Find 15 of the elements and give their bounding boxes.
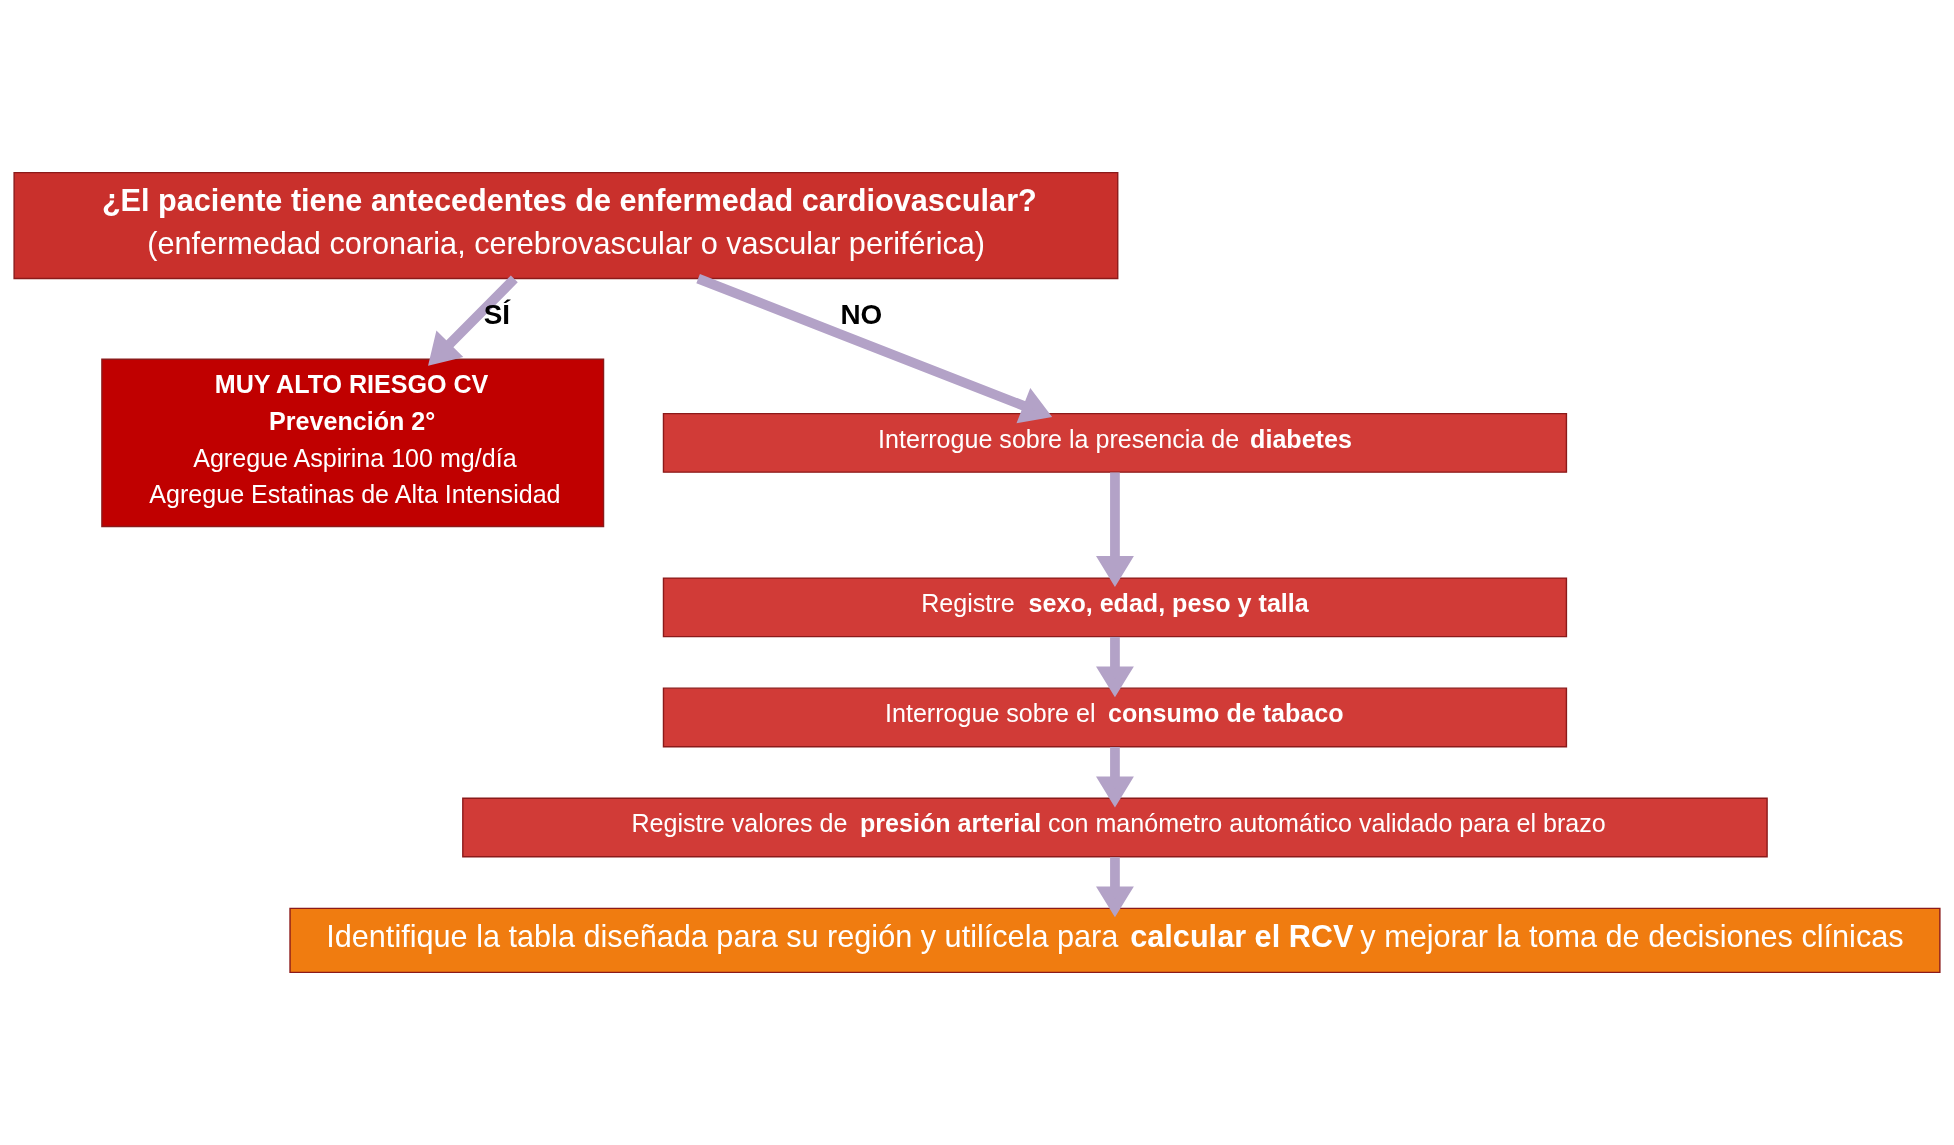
node-box: Interrogue sobre el consumo de tabaco	[662, 687, 1568, 748]
node-box: Interrogue sobre la presencia de diabetes	[662, 412, 1568, 473]
edge-label: SÍ	[483, 299, 511, 331]
arrow	[428, 275, 518, 366]
node-box: Identifique la tabla diseñada para su región y utilícela para calcular el RCV y mejorar la toma de decisiones clínicas	[289, 907, 1941, 974]
arrow	[696, 274, 1053, 424]
node-box: Registre sexo, edad, peso y talla	[662, 577, 1568, 638]
node-box: MUY ALTO RIESGO CV Prevención 2° Agregue Aspirina 100 mg/día Agregue Estatinas de Alta Intensidad	[101, 358, 605, 528]
arrow	[1096, 857, 1134, 918]
node-box: Registre valores de presión arterial con manómetro automático validado para el brazo	[462, 797, 1768, 858]
edge-label: NO	[840, 299, 883, 331]
arrow	[1096, 747, 1134, 808]
arrow	[1096, 636, 1134, 698]
arrow	[1096, 472, 1134, 587]
node-box: ¿El paciente tiene antecedentes de enfermedad cardiovascular? (enfermedad coronaria, cerebrovascular o vascular periférica)	[13, 171, 1119, 280]
